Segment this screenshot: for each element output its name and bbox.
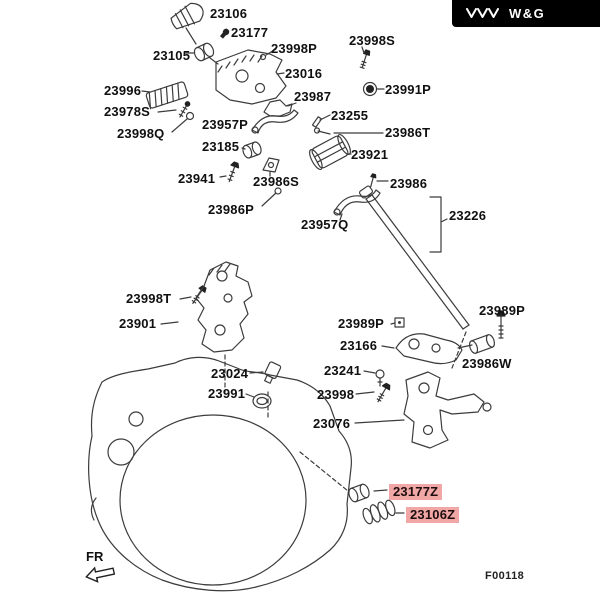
part-label-highlighted[interactable]: 23177Z (389, 484, 443, 501)
part-label: 23185 (202, 139, 240, 154)
part-label: 23998T (126, 291, 172, 306)
part-label: 23226 (449, 208, 487, 223)
triple-chevron-icon (466, 7, 499, 18)
part-label: 23986 (390, 176, 428, 191)
part-label: 23016 (285, 66, 323, 81)
part-label: 23991P (385, 82, 432, 97)
part-label: 23921 (351, 147, 389, 162)
part-label: 23986W (462, 356, 512, 371)
part-label: 23166 (340, 338, 378, 353)
part-label: 23986T (385, 125, 431, 140)
orientation-label: FR (86, 549, 104, 564)
part-label: 23998P (271, 41, 318, 56)
part-label: 23941 (178, 171, 216, 186)
part-label: 23986P (208, 202, 255, 217)
brand-text: W&G (509, 6, 546, 21)
part-label: 23989P (479, 303, 526, 318)
part-label: 23177 (231, 25, 269, 40)
brand-badge: W&G (452, 0, 600, 27)
part-label: 23024 (211, 366, 249, 381)
figure-code: F00118 (485, 570, 525, 582)
part-label: 23998 (317, 387, 355, 402)
part-label: 23901 (119, 316, 157, 331)
part-label: 23978S (104, 104, 151, 119)
part-label-highlighted[interactable]: 23106Z (406, 507, 460, 524)
part-label: 23986S (253, 174, 300, 189)
part-label: 23241 (324, 363, 362, 378)
part-label: 23957P (202, 117, 249, 132)
part-label: 23105 (153, 48, 191, 63)
fr-arrow-icon (85, 566, 116, 583)
part-label: 23989P (338, 316, 385, 331)
part-label: 23255 (331, 108, 369, 123)
part-label: 23106 (210, 6, 248, 21)
part-label: 23998S (349, 33, 396, 48)
part-label: 23076 (313, 416, 351, 431)
part-label: 23996 (104, 83, 142, 98)
part-label: 23987 (294, 89, 332, 104)
part-label: 23998Q (117, 126, 165, 141)
part-label: 23991 (208, 386, 246, 401)
part-label: 23957Q (301, 217, 349, 232)
